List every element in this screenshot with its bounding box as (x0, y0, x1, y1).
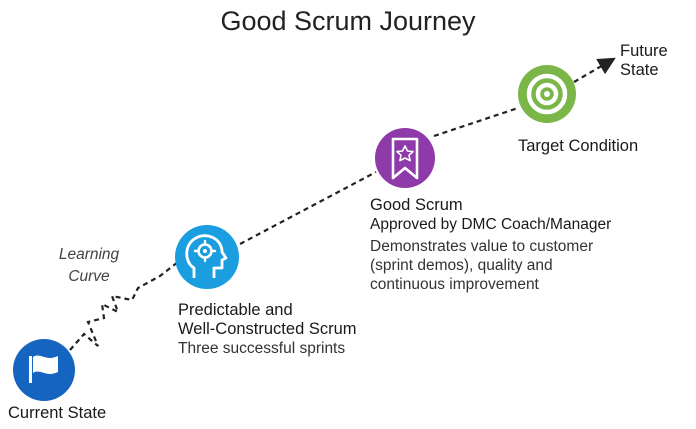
good-scrum-desc-line3: continuous improvement (370, 276, 539, 293)
target-icon (526, 73, 568, 115)
future-state-line1: Future (620, 42, 668, 60)
target-condition-label: Target Condition (518, 137, 639, 155)
predictable-title-line1: Predictable and (178, 301, 293, 319)
good-scrum-node (375, 128, 435, 188)
path-segment-to-target (433, 106, 519, 138)
diagram-title: Good Scrum Journey (220, 6, 476, 36)
head-gear-icon (185, 234, 228, 278)
learning-curve-path (69, 261, 179, 351)
good-scrum-title: Good Scrum (370, 196, 463, 214)
predictable-node (175, 225, 239, 289)
current-state-label: Current State (8, 404, 107, 422)
learning-curve-line2: Curve (68, 268, 110, 285)
predictable-text: Predictable and Well-Constructed Scrum T… (178, 301, 357, 358)
good-scrum-text: Good Scrum Approved by DMC Coach/Manager… (370, 196, 611, 294)
good-scrum-desc-line2: (sprint demos), quality and (370, 257, 553, 274)
target-node (518, 65, 576, 123)
flag-icon (29, 355, 58, 383)
predictable-detail: Three successful sprints (178, 340, 346, 357)
current-state-node (13, 339, 75, 401)
good-scrum-desc-line1: Demonstrates value to customer (370, 238, 594, 255)
path-segment-to-good-scrum (239, 171, 377, 245)
ribbon-star-icon (391, 137, 419, 180)
future-state-label: Future State (620, 42, 668, 80)
predictable-title-line2: Well-Constructed Scrum (178, 320, 357, 338)
future-state-line2: State (620, 61, 659, 79)
good-scrum-approval: Approved by DMC Coach/Manager (370, 216, 612, 233)
learning-curve-line1: Learning (58, 246, 120, 263)
path-segment-to-future (573, 57, 616, 83)
learning-curve-label: Learning Curve (46, 244, 132, 288)
